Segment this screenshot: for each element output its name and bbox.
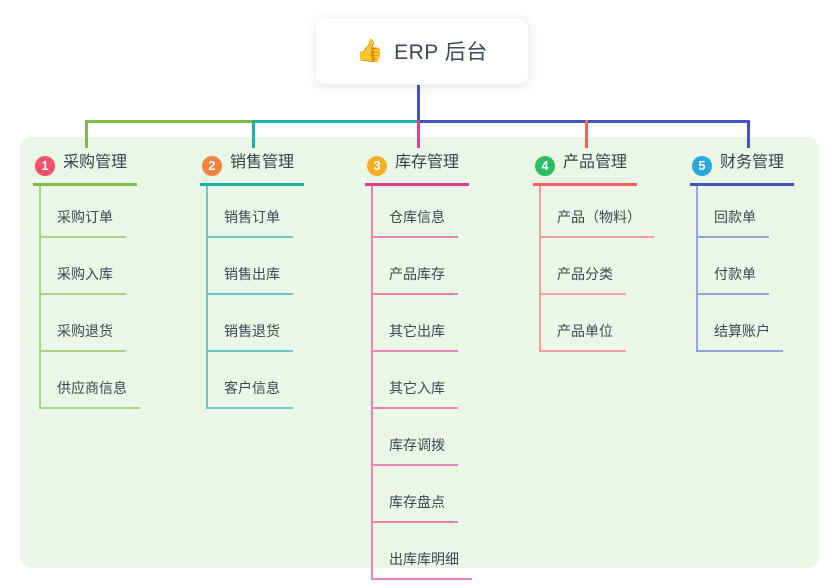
branch-label: 财务管理 xyxy=(720,154,785,171)
node-stock-transfer[interactable]: 库存调拨 xyxy=(373,435,458,466)
branch-finance: 5 财务管理 回款单 付款单 结算账户 xyxy=(690,148,795,352)
branch-inventory: 3 库存管理 仓库信息 产品库存 其它出库 其它入库 库存调拨 库存盘点 出库库明… xyxy=(365,148,472,580)
node-warehouse-info[interactable]: 仓库信息 xyxy=(373,207,458,238)
node-sales-outbound[interactable]: 销售出库 xyxy=(208,264,293,295)
branch-number-badge: 3 xyxy=(367,156,387,176)
node-sales-order[interactable]: 销售订单 xyxy=(208,207,293,238)
branch-children: 采购订单 采购入库 采购退货 供应商信息 xyxy=(39,186,140,409)
root-node-erp[interactable]: 👍 ERP 后台 xyxy=(315,17,529,85)
node-product-category[interactable]: 产品分类 xyxy=(541,264,626,295)
connector-horizontal-teal xyxy=(253,120,418,123)
node-purchase-return[interactable]: 采购退货 xyxy=(41,321,126,352)
node-product-material[interactable]: 产品（物料） xyxy=(541,207,654,238)
branch-header-sales[interactable]: 2 销售管理 xyxy=(200,148,305,186)
branch-children: 销售订单 销售出库 销售退货 客户信息 xyxy=(206,186,293,409)
branch-label: 销售管理 xyxy=(230,154,295,171)
node-settlement-account[interactable]: 结算账户 xyxy=(698,321,783,352)
connector-drop-branch5 xyxy=(747,120,750,148)
branch-children: 产品（物料） 产品分类 产品单位 xyxy=(539,186,654,352)
connector-drop-branch4 xyxy=(585,120,588,148)
branch-header-inventory[interactable]: 3 库存管理 xyxy=(365,148,470,186)
branch-number-badge: 1 xyxy=(35,156,55,176)
node-purchase-order[interactable]: 采购订单 xyxy=(41,207,126,238)
branch-header-product[interactable]: 4 产品管理 xyxy=(533,148,638,186)
node-outbound-detail[interactable]: 出库库明细 xyxy=(373,549,472,580)
branch-number-badge: 5 xyxy=(692,156,712,176)
node-product-stock[interactable]: 产品库存 xyxy=(373,264,458,295)
branch-children: 回款单 付款单 结算账户 xyxy=(696,186,783,352)
node-sales-return[interactable]: 销售退货 xyxy=(208,321,293,352)
root-node-label: ERP 后台 xyxy=(394,41,488,64)
node-supplier-info[interactable]: 供应商信息 xyxy=(41,378,140,409)
node-stock-taking[interactable]: 库存盘点 xyxy=(373,492,458,523)
connector-horizontal-green xyxy=(86,120,253,123)
connector-drop-branch2 xyxy=(252,120,255,148)
branch-sales: 2 销售管理 销售订单 销售出库 销售退货 客户信息 xyxy=(200,148,305,409)
branch-label: 采购管理 xyxy=(63,154,128,171)
thumbs-up-icon: 👍 xyxy=(356,38,385,63)
branch-number-badge: 2 xyxy=(202,156,222,176)
node-other-outbound[interactable]: 其它出库 xyxy=(373,321,458,352)
branch-label: 产品管理 xyxy=(563,154,628,171)
branch-children: 仓库信息 产品库存 其它出库 其它入库 库存调拨 库存盘点 出库库明细 xyxy=(371,186,472,580)
branch-header-finance[interactable]: 5 财务管理 xyxy=(690,148,795,186)
node-customer-info[interactable]: 客户信息 xyxy=(208,378,293,409)
branch-product: 4 产品管理 产品（物料） 产品分类 产品单位 xyxy=(533,148,654,352)
branch-label: 库存管理 xyxy=(395,154,460,171)
branch-number-badge: 4 xyxy=(535,156,555,176)
connector-root-vertical xyxy=(417,83,420,122)
branch-procurement: 1 采购管理 采购订单 采购入库 采购退货 供应商信息 xyxy=(33,148,140,409)
connector-drop-branch1 xyxy=(85,120,88,148)
mindmap-background-panel xyxy=(20,137,819,568)
node-receipt-bill[interactable]: 回款单 xyxy=(698,207,769,238)
connector-horizontal-blue xyxy=(418,120,748,123)
node-payment-bill[interactable]: 付款单 xyxy=(698,264,769,295)
node-product-unit[interactable]: 产品单位 xyxy=(541,321,626,352)
branch-header-procurement[interactable]: 1 采购管理 xyxy=(33,148,138,186)
node-other-inbound[interactable]: 其它入库 xyxy=(373,378,458,409)
node-purchase-inbound[interactable]: 采购入库 xyxy=(41,264,126,295)
connector-drop-branch3 xyxy=(417,120,420,148)
